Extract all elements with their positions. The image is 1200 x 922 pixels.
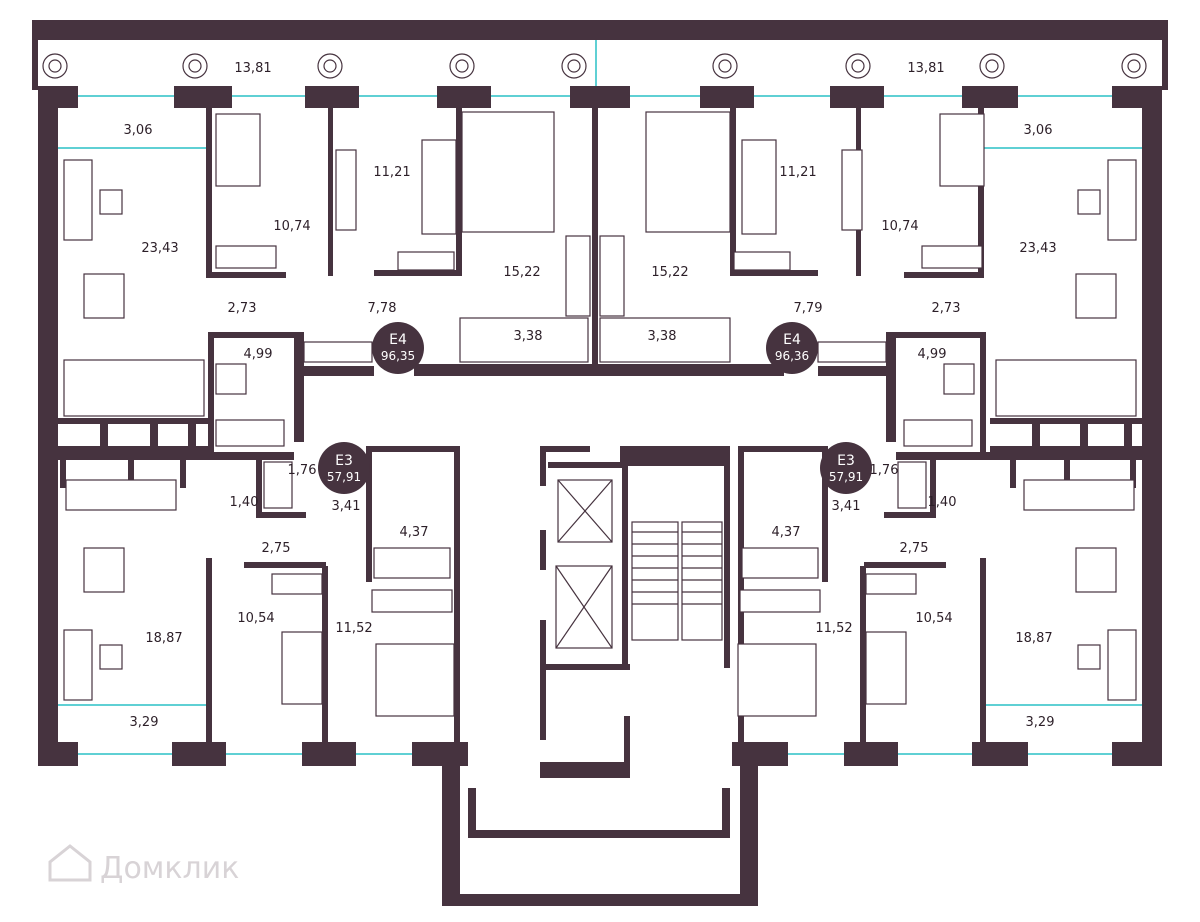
watermark: Домклик [48,844,239,886]
room-area-hall-br: 3,41 [832,499,861,514]
room-area-bed-tr-master: 15,22 [651,265,688,280]
apartment-badge[interactable]: Е4 96,36 [766,322,818,374]
room-area-hall-tr: 7,79 [794,301,823,316]
apartment-badge[interactable]: Е3 57,91 [318,442,370,494]
apartment-area: 96,36 [775,349,809,363]
room-area-terrace-left: 13,81 [234,61,271,76]
room-area-wc-tl: 3,38 [514,329,543,344]
room-area-ward-br: 1,76 [870,463,899,478]
room-area-living-tl: 23,43 [141,241,178,256]
room-area-bath-br: 4,37 [772,525,801,540]
room-area-corr-br: 2,75 [900,541,929,556]
room-area-bath-tr: 4,99 [918,347,947,362]
room-area-wc-bl: 1,40 [230,495,259,510]
room-area-corr-bl: 2,75 [262,541,291,556]
room-area-hall-bl: 3,41 [332,499,361,514]
room-area-bed-bl-small: 10,54 [237,611,274,626]
room-area-wc-tr: 3,38 [648,329,677,344]
room-area-living-tr: 23,43 [1019,241,1056,256]
room-area-balcony-bl: 3,29 [130,715,159,730]
interior-walls [58,108,1142,906]
room-area-bed-br-big: 11,52 [815,621,852,636]
room-area-living-bl: 18,87 [145,631,182,646]
staircase [631,521,723,641]
apartment-type: Е4 [783,332,801,348]
room-area-terrace-right: 13,81 [907,61,944,76]
room-area-living-br: 18,87 [1015,631,1052,646]
room-area-bed-tl-master: 15,22 [503,265,540,280]
house-icon [48,844,92,882]
core-elements [555,479,723,649]
room-area-balcony-br: 3,29 [1026,715,1055,730]
room-area-corr-tl: 2,73 [228,301,257,316]
watermark-brand: Домклик [100,851,239,886]
room-area-balcony-tl: 3,06 [124,123,153,138]
apartment-area: 57,91 [829,470,863,484]
apartment-type: Е3 [335,453,353,469]
room-labels: 13,81 13,81 3,06 3,06 23,43 23,43 10,74 … [124,61,1057,730]
terrace-plants [42,53,1147,79]
apartment-area: 96,35 [381,349,415,363]
apartment-type: Е4 [389,332,407,348]
room-area-corr-tr: 2,73 [932,301,961,316]
room-area-balcony-tr: 3,06 [1024,123,1053,138]
apartment-badge[interactable]: Е4 96,35 [372,322,424,374]
exterior-walls [32,20,1168,766]
room-area-bed-tr-mid: 11,21 [779,165,816,180]
apartment-type: Е3 [837,453,855,469]
furniture [63,111,1137,717]
apartment-badge[interactable]: Е3 57,91 [820,442,872,494]
room-area-bath-tl: 4,99 [244,347,273,362]
room-area-bed-tl-small: 10,74 [273,219,310,234]
glazing [58,40,1142,755]
room-area-wc-br: 1,40 [928,495,957,510]
room-area-bed-br-small: 10,54 [915,611,952,626]
room-area-ward-bl: 1,76 [288,463,317,478]
room-area-hall-tl: 7,78 [368,301,397,316]
room-area-bed-tl-mid: 11,21 [373,165,410,180]
room-area-bed-bl-big: 11,52 [335,621,372,636]
apartment-area: 57,91 [327,470,361,484]
room-area-bath-bl: 4,37 [400,525,429,540]
room-area-bed-tr-small: 10,74 [881,219,918,234]
